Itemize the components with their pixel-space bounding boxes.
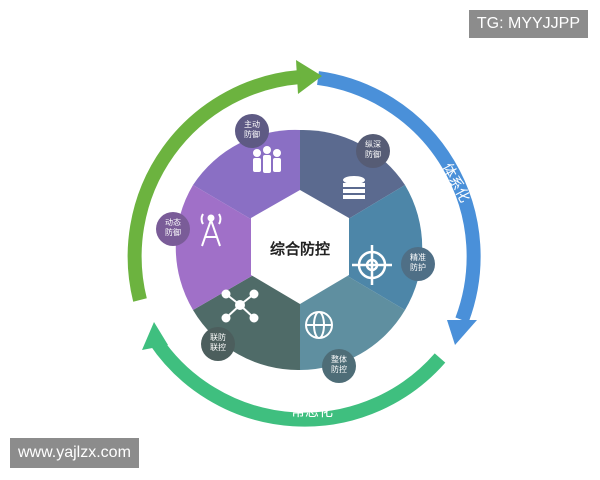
badge-label-joint-control: 联防联控 xyxy=(210,332,226,352)
badge-label-dynamic-defense: 动态防御 xyxy=(165,217,181,237)
badge-label-precise-protection: 精准防护 xyxy=(410,252,426,272)
watermark-bottom-left: www.yajlzx.com xyxy=(10,438,139,468)
badge-depth-defense xyxy=(356,134,390,168)
ring-arc-practical xyxy=(127,70,301,302)
arrow-head-systematic xyxy=(447,320,477,345)
network-icon xyxy=(221,289,259,323)
outer-ring xyxy=(127,60,481,427)
badge-dynamic-defense xyxy=(156,212,190,246)
ring-arc-systematic xyxy=(317,71,481,323)
label-badges: 主动防御 纵深防御 精准防护 整体防控 联防联控 动态防御 xyxy=(156,114,435,383)
badge-joint-control xyxy=(201,327,235,361)
segment-dynamic-defense xyxy=(175,185,300,310)
ring-arc-normalized xyxy=(149,336,446,427)
badge-label-depth-defense: 纵深防御 xyxy=(365,140,381,159)
center-label: 综合防控 xyxy=(270,240,330,258)
people-icon xyxy=(253,146,281,173)
badge-overall-control xyxy=(322,349,356,383)
arrow-head-normalized xyxy=(142,322,168,350)
globe-icon xyxy=(305,311,333,339)
arrow-head-practical xyxy=(296,60,322,94)
target-icon xyxy=(352,245,392,285)
watermark-top-right: TG: MYYJJPP xyxy=(468,10,588,38)
ring-label-systematic: 体系化 xyxy=(439,161,473,206)
badge-label-overall-control: 整体防控 xyxy=(331,354,347,374)
badge-active-defense xyxy=(235,114,269,148)
segment-precise-protection xyxy=(300,185,423,310)
database-icon xyxy=(343,176,365,199)
badge-precise-protection xyxy=(401,247,435,281)
ring-label-normalized: 常态化 xyxy=(291,404,333,420)
antenna-icon xyxy=(200,213,222,247)
center-hexagon xyxy=(251,190,349,304)
badge-label-active-defense: 主动防御 xyxy=(244,119,260,139)
